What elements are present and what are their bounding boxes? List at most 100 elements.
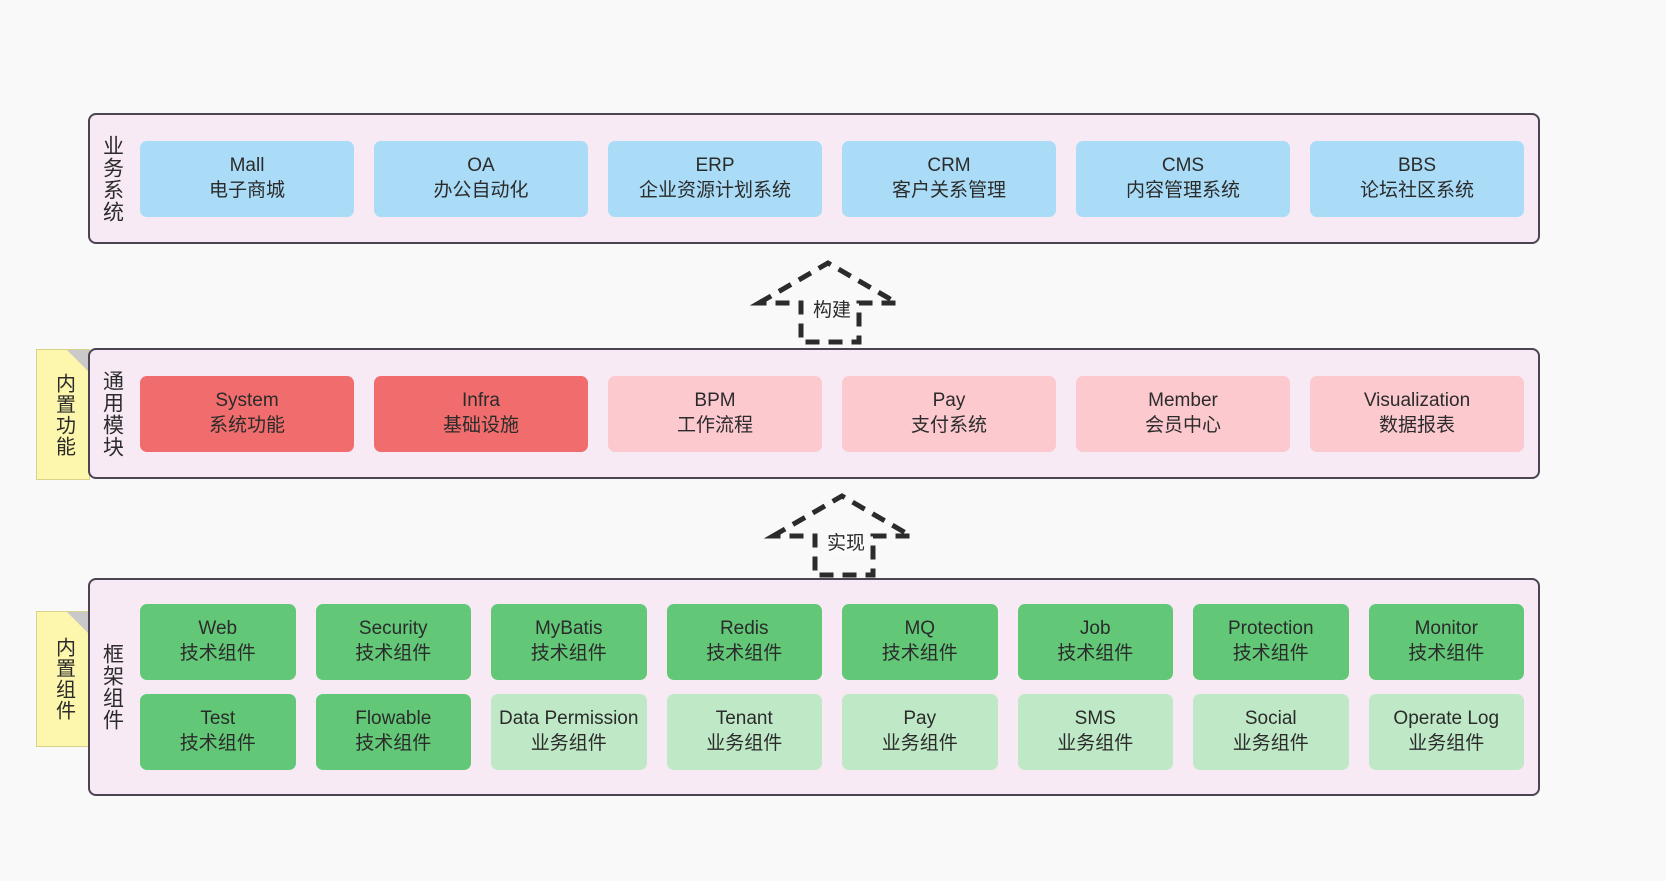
node-title: Mall <box>229 154 265 176</box>
node-title: CRM <box>927 154 971 176</box>
node-sms[interactable]: SMS 业务组件 <box>1017 694 1173 770</box>
arrow-label-build: 构建 <box>811 295 854 322</box>
layer-row: System 系统功能 Infra 基础设施 BPM 工作流程 Pay 支付系统… <box>140 375 1524 452</box>
node-title: SMS <box>1074 708 1116 730</box>
node-pay-component[interactable]: Pay 业务组件 <box>842 694 998 770</box>
node-title: System <box>215 389 279 411</box>
node-title: Pay <box>932 389 966 411</box>
dashed-hollow-arrow-icon <box>763 493 921 578</box>
node-crm[interactable]: CRM 客户关系管理 <box>842 140 1056 217</box>
node-title: BPM <box>694 389 736 411</box>
node-subtitle: 论坛社区系统 <box>1359 179 1474 201</box>
arrow-label-implement: 实现 <box>825 528 868 555</box>
node-title: Pay <box>903 708 937 730</box>
node-subtitle: 技术组件 <box>355 733 432 754</box>
node-subtitle: 技术组件 <box>706 643 783 664</box>
node-subtitle: 技术组件 <box>1408 643 1485 664</box>
node-tenant[interactable]: Tenant 业务组件 <box>666 694 822 770</box>
node-title: OA <box>467 154 495 176</box>
node-title: Redis <box>719 618 769 640</box>
layer-body-common: System 系统功能 Infra 基础设施 BPM 工作流程 Pay 支付系统… <box>134 350 1538 477</box>
node-title: Web <box>198 618 238 640</box>
node-title: Operate Log <box>1393 708 1500 730</box>
node-title: Protection <box>1227 618 1314 640</box>
layer-common-module: 通用模块 System 系统功能 Infra 基础设施 BPM 工作流程 Pay… <box>88 348 1540 479</box>
layer-row: Test 技术组件 Flowable 技术组件 Data Permission … <box>140 694 1524 770</box>
node-subtitle: 业务组件 <box>1408 733 1485 754</box>
node-member[interactable]: Member 会员中心 <box>1076 375 1290 452</box>
node-subtitle: 技术组件 <box>881 643 958 664</box>
layer-row: Web 技术组件 Security 技术组件 MyBatis 技术组件 Redi… <box>140 604 1524 680</box>
node-subtitle: 会员中心 <box>1144 414 1221 436</box>
arrow-implement: 实现 <box>763 492 921 578</box>
node-subtitle: 基础设施 <box>442 414 519 436</box>
node-data-permission[interactable]: Data Permission 业务组件 <box>491 694 647 770</box>
node-social[interactable]: Social 业务组件 <box>1193 694 1349 770</box>
node-system[interactable]: System 系统功能 <box>140 375 354 452</box>
note-fold-icon <box>67 350 89 372</box>
layer-title-framework: 框架组件 <box>100 643 124 731</box>
sticky-note-label: 内置功能 <box>52 372 75 457</box>
node-subtitle: 技术组件 <box>355 643 432 664</box>
sticky-note-label: 内置组件 <box>52 637 75 721</box>
node-title: CMS <box>1161 154 1205 176</box>
node-subtitle: 业务组件 <box>1232 733 1309 754</box>
node-pay-module[interactable]: Pay 支付系统 <box>842 375 1056 452</box>
node-subtitle: 技术组件 <box>179 733 256 754</box>
node-infra[interactable]: Infra 基础设施 <box>374 375 588 452</box>
node-title: Social <box>1244 708 1297 730</box>
node-test[interactable]: Test 技术组件 <box>140 694 296 770</box>
node-title: Data Permission <box>499 708 639 730</box>
node-protection[interactable]: Protection 技术组件 <box>1193 604 1349 680</box>
node-title: Flowable <box>355 708 432 730</box>
node-mybatis[interactable]: MyBatis 技术组件 <box>491 604 647 680</box>
layer-framework-component: 框架组件 Web 技术组件 Security 技术组件 MyBatis 技术组件… <box>88 578 1540 796</box>
layer-body-business: Mall 电子商城 OA 办公自动化 ERP 企业资源计划系统 CRM 客户关系… <box>134 115 1538 242</box>
node-title: Test <box>200 708 236 730</box>
layer-body-framework: Web 技术组件 Security 技术组件 MyBatis 技术组件 Redi… <box>134 580 1538 794</box>
node-title: Tenant <box>715 708 773 730</box>
node-bbs[interactable]: BBS 论坛社区系统 <box>1310 140 1524 217</box>
node-bpm[interactable]: BPM 工作流程 <box>608 375 822 452</box>
node-subtitle: 业务组件 <box>530 733 607 754</box>
arrow-build: 构建 <box>749 259 907 345</box>
node-subtitle: 支付系统 <box>910 414 987 436</box>
node-security[interactable]: Security 技术组件 <box>315 604 471 680</box>
node-oa[interactable]: OA 办公自动化 <box>374 140 588 217</box>
node-subtitle: 业务组件 <box>706 733 783 754</box>
layer-row: Mall 电子商城 OA 办公自动化 ERP 企业资源计划系统 CRM 客户关系… <box>140 140 1524 217</box>
node-subtitle: 业务组件 <box>1057 733 1134 754</box>
node-mq[interactable]: MQ 技术组件 <box>842 604 998 680</box>
node-title: BBS <box>1397 154 1437 176</box>
layer-title-common: 通用模块 <box>100 369 124 458</box>
dashed-hollow-arrow-icon <box>749 260 907 345</box>
node-subtitle: 电子商城 <box>208 179 285 201</box>
node-title: MQ <box>904 618 936 640</box>
layer-title-business: 业务系统 <box>100 134 124 223</box>
node-flowable[interactable]: Flowable 技术组件 <box>315 694 471 770</box>
node-title: Infra <box>461 389 501 411</box>
node-monitor[interactable]: Monitor 技术组件 <box>1368 604 1524 680</box>
node-web[interactable]: Web 技术组件 <box>140 604 296 680</box>
node-subtitle: 数据报表 <box>1378 414 1455 436</box>
node-cms[interactable]: CMS 内容管理系统 <box>1076 140 1290 217</box>
node-operate-log[interactable]: Operate Log 业务组件 <box>1368 694 1524 770</box>
node-title: Security <box>358 618 428 640</box>
sticky-note-builtin-features: 内置功能 <box>36 349 90 480</box>
node-subtitle: 工作流程 <box>676 414 753 436</box>
node-subtitle: 技术组件 <box>179 643 256 664</box>
node-erp[interactable]: ERP 企业资源计划系统 <box>608 140 822 217</box>
node-subtitle: 技术组件 <box>1232 643 1309 664</box>
layer-business-system: 业务系统 Mall 电子商城 OA 办公自动化 ERP 企业资源计划系统 CRM… <box>88 113 1540 244</box>
node-mall[interactable]: Mall 电子商城 <box>140 140 354 217</box>
node-subtitle: 技术组件 <box>530 643 607 664</box>
node-title: Monitor <box>1414 618 1478 640</box>
node-title: MyBatis <box>534 618 603 640</box>
node-job[interactable]: Job 技术组件 <box>1017 604 1173 680</box>
node-visualization[interactable]: Visualization 数据报表 <box>1310 375 1524 452</box>
node-title: ERP <box>695 154 735 176</box>
node-title: Job <box>1079 618 1111 640</box>
note-fold-icon <box>67 612 89 634</box>
node-redis[interactable]: Redis 技术组件 <box>666 604 822 680</box>
